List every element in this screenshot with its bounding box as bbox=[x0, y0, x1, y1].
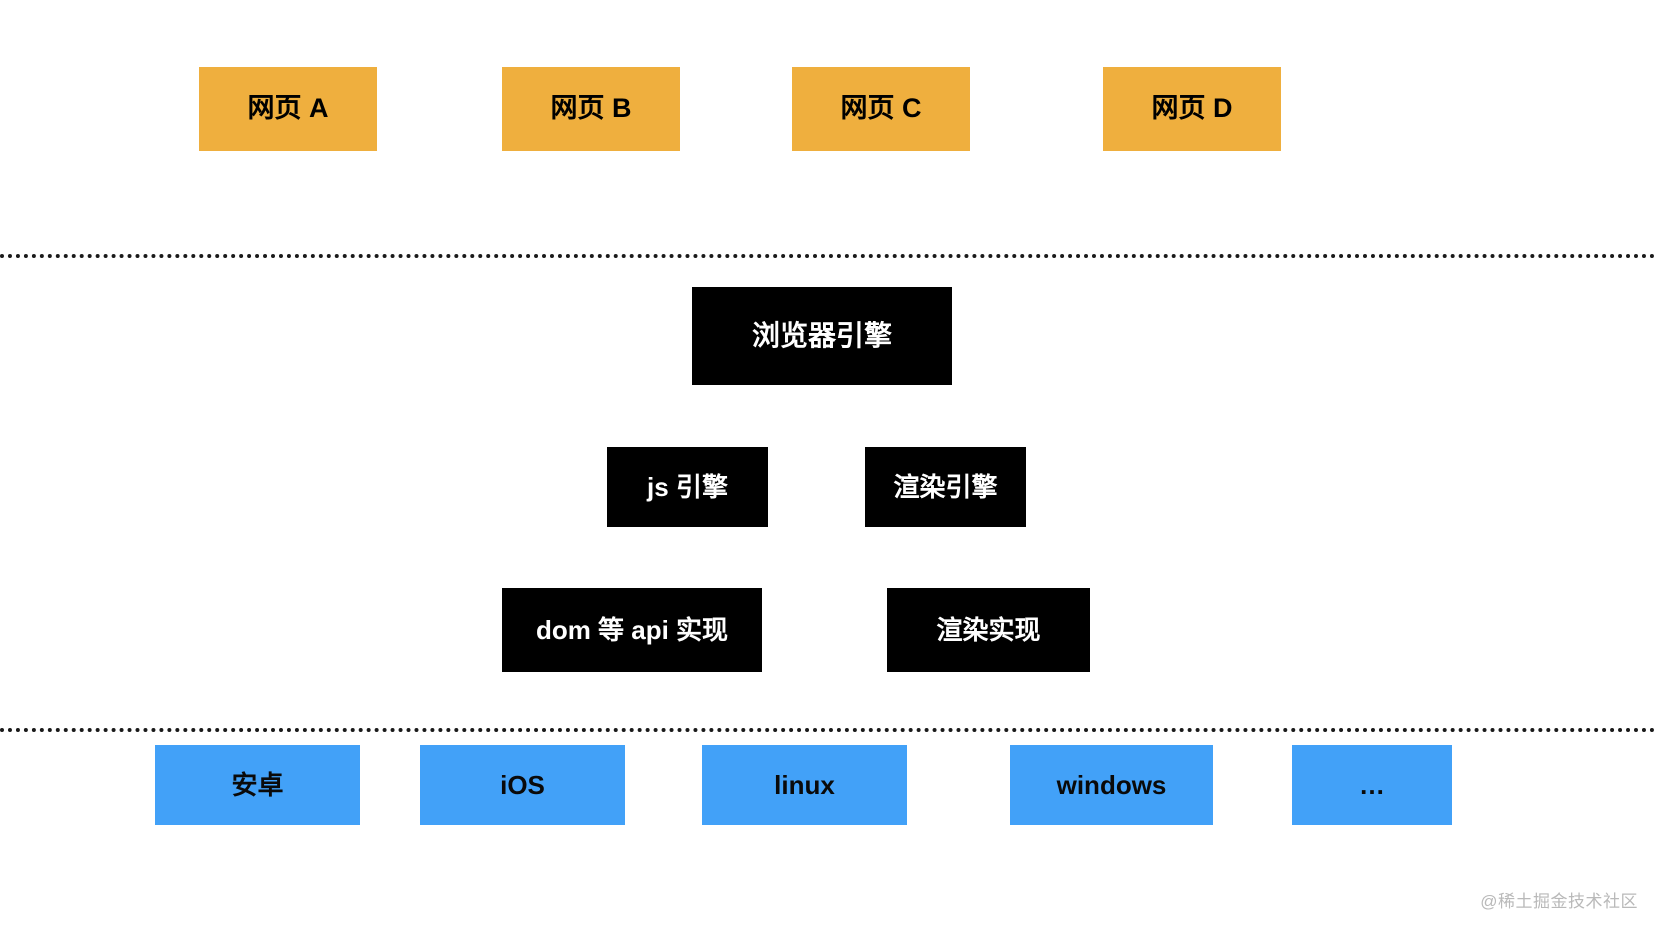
render-implementation-box: 渲染实现 bbox=[887, 588, 1090, 672]
os-box-linux: linux bbox=[702, 745, 907, 825]
divider-pages-engine bbox=[0, 254, 1656, 258]
page-box-c: 网页 C bbox=[792, 67, 970, 151]
page-box-b: 网页 B bbox=[502, 67, 680, 151]
render-engine-box: 渲染引擎 bbox=[865, 447, 1026, 527]
js-engine-box: js 引擎 bbox=[607, 447, 768, 527]
os-box-ios: iOS bbox=[420, 745, 625, 825]
os-box-windows: windows bbox=[1010, 745, 1213, 825]
browser-engine-box: 浏览器引擎 bbox=[692, 287, 952, 385]
divider-engine-os bbox=[0, 728, 1656, 732]
page-box-a: 网页 A bbox=[199, 67, 377, 151]
watermark: @稀土掘金技术社区 bbox=[1480, 892, 1638, 911]
os-box-android: 安卓 bbox=[155, 745, 360, 825]
dom-api-implementation-box: dom 等 api 实现 bbox=[502, 588, 762, 672]
os-box-more: … bbox=[1292, 745, 1452, 825]
page-box-d: 网页 D bbox=[1103, 67, 1281, 151]
